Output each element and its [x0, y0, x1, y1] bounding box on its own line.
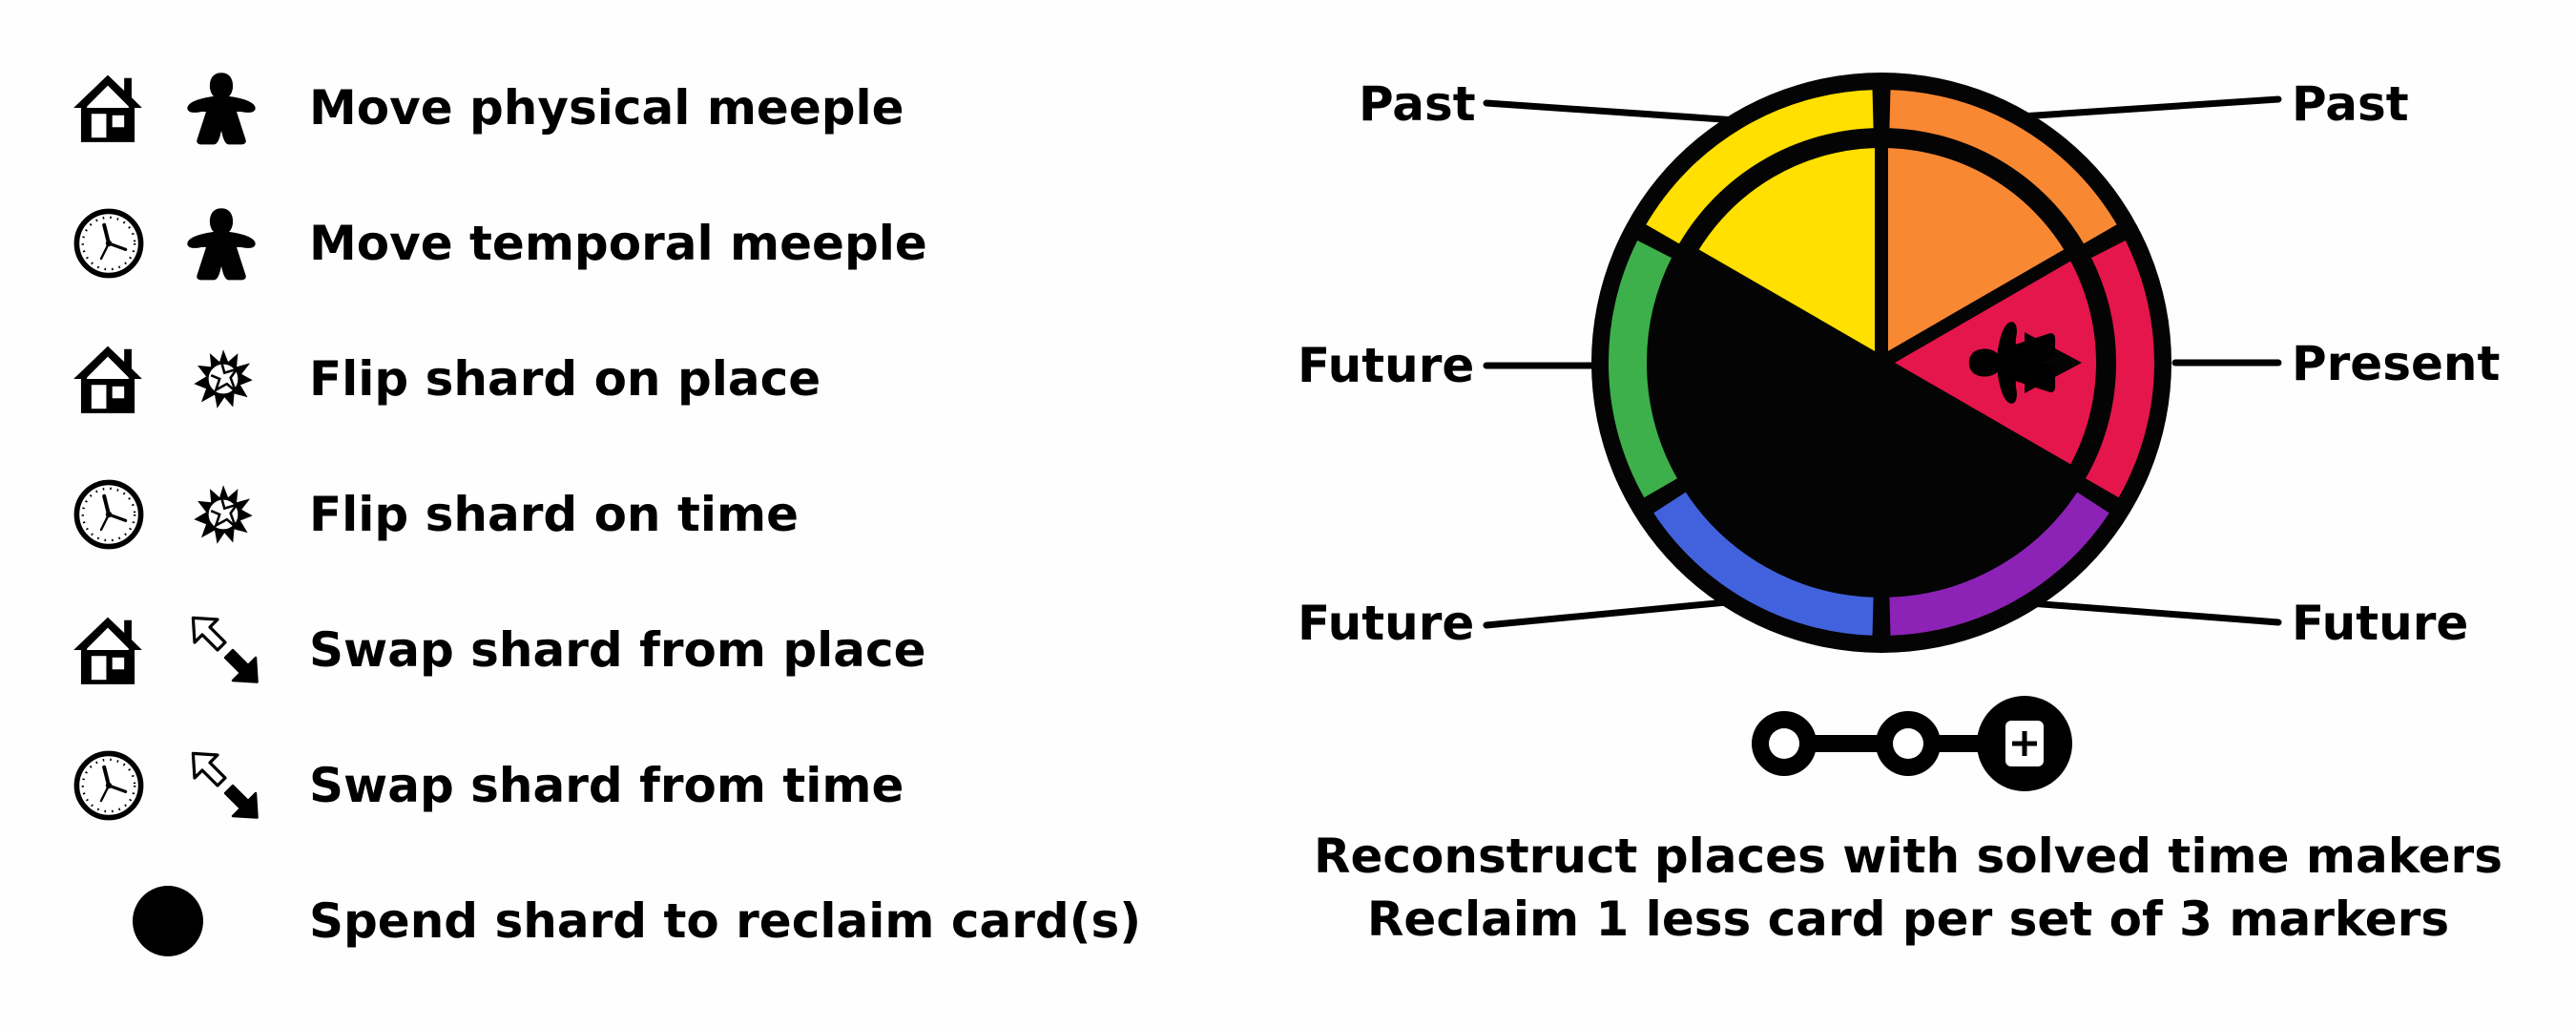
legend-row-flip-place: Flip shard on place	[0, 331, 1240, 427]
segment-blue	[1649, 487, 1878, 640]
house-icon	[73, 74, 142, 142]
legend-label: Flip shard on time	[309, 487, 799, 542]
meeple-icon	[187, 73, 256, 145]
label-present-right: Present	[2292, 336, 2501, 391]
time-track	[1752, 696, 2072, 791]
clock-icon	[67, 196, 149, 291]
label-past-left: Past	[1359, 76, 1476, 132]
wedge-orange	[1875, 135, 2080, 369]
legend-label: Flip shard on place	[309, 351, 821, 407]
legend-row-flip-time: Flip shard on time	[0, 467, 1240, 562]
house-icon	[73, 617, 142, 684]
swap-arrows-icon	[191, 751, 260, 820]
segment-green	[1605, 236, 1682, 502]
caption-line-2: Reclaim 1 less card per set of 3 markers	[1366, 892, 2450, 947]
legend-row-swap-place: Swap shard from place	[0, 602, 1240, 698]
legend-label: Swap shard from time	[309, 758, 904, 813]
segment-orange	[1885, 86, 2122, 248]
legend-label: Spend shard to reclaim card(s)	[309, 893, 1142, 949]
wedge-yellow	[1683, 135, 1888, 369]
black-dot-icon	[133, 886, 203, 956]
label-future-bottom-right: Future	[2292, 596, 2469, 651]
legend-row-move-physical: Move physical meeple	[0, 60, 1240, 156]
shard-icon	[193, 484, 254, 545]
time-wheel-diagram: Past Past Future Present Future Future R…	[1240, 0, 2576, 1028]
icon-legend: Move physical meeple Move temporal meepl…	[0, 0, 1240, 1028]
clock-icon	[67, 738, 149, 833]
segment-red	[2081, 236, 2158, 502]
legend-label: Move physical meeple	[309, 80, 904, 136]
label-future-bottom-left: Future	[1298, 596, 1475, 651]
swap-arrows-icon	[191, 616, 260, 684]
legend-label: Swap shard from place	[309, 622, 926, 678]
caption-line-1: Reconstruct places with solved time make…	[1314, 829, 2503, 884]
legend-row-spend-shard: Spend shard to reclaim card(s)	[0, 873, 1240, 969]
outer-ring	[1605, 86, 2158, 640]
inner-wedges	[1683, 135, 2109, 480]
legend-row-move-temporal: Move temporal meeple	[0, 196, 1240, 291]
time-wheel	[1483, 73, 2282, 791]
shard-icon	[193, 348, 254, 409]
segment-yellow	[1641, 86, 1878, 248]
leader-lines	[1483, 95, 2282, 629]
segment-purple	[1885, 487, 2114, 640]
clock-icon	[67, 467, 149, 562]
legend-row-swap-time: Swap shard from time	[0, 738, 1240, 833]
meeple-icon	[187, 208, 256, 281]
center-hub	[1872, 353, 1891, 372]
label-future-left: Future	[1298, 338, 1475, 393]
label-past-right: Past	[2292, 76, 2409, 132]
legend-label: Move temporal meeple	[309, 216, 927, 271]
house-icon	[73, 346, 142, 413]
